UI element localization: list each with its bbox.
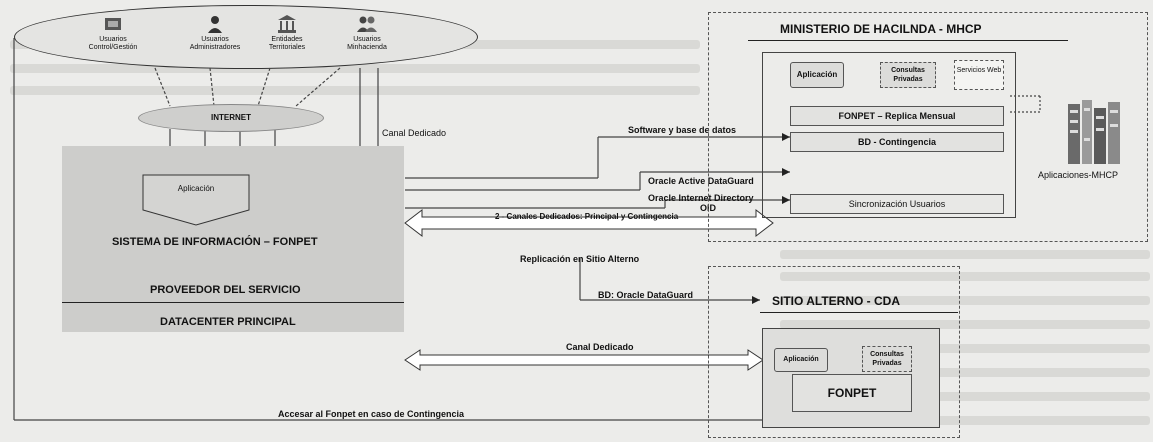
admin-user-icon [205, 14, 225, 34]
sincronizacion-box: Sincronización Usuarios [790, 194, 1004, 214]
divider [62, 302, 404, 303]
software-bd-label: Software y base de datos [628, 125, 737, 135]
app-shape: Aplicación [142, 174, 250, 226]
user-group-icon [357, 14, 377, 34]
bank-building-icon [277, 14, 297, 34]
oracle-adg-label: Oracle Active DataGuard [648, 176, 754, 186]
canal-dedicado-bottom-label: Canal Dedicado [566, 342, 634, 352]
fonpet-replica-label: FONPET – Replica Mensual [838, 111, 956, 121]
user-administradores: Usuarios Administradores [183, 14, 247, 52]
cda-title: SITIO ALTERNO - CDA [772, 294, 900, 308]
user-label: Usuarios Minhacienda [347, 36, 387, 51]
cda-aplicacion-label: Aplicación [783, 356, 819, 363]
user-label: Entidades Territoriales [268, 36, 306, 51]
mhcp-consultas: Consultas Privadas [880, 62, 936, 88]
cda-title-underline [760, 312, 958, 313]
cda-fonpet-label: FONPET [827, 386, 877, 400]
dos-canales-label: 2 - Canales Dedicados: Principal y Conti… [495, 212, 679, 221]
mhcp-aplicacion: Aplicación [790, 62, 844, 88]
cda-fonpet-box: FONPET [792, 374, 912, 412]
acceso-contingencia-label: Accesar al Fonpet en caso de Contingenci… [278, 409, 465, 419]
system-label: SISTEMA DE INFORMACIÓN – FONPET [112, 236, 318, 248]
mhcp-apps-label: Aplicaciones-MHCP [1038, 170, 1119, 180]
mhcp-servicios-label: Servicios Web [956, 67, 1002, 74]
user-label: Usuarios Control/Gestión [88, 36, 138, 51]
bd-contingencia-box: BD - Contingencia [790, 132, 1004, 152]
user-label: Usuarios Administradores [189, 36, 241, 51]
app-label: Aplicación [177, 184, 215, 193]
user-minhacienda: Usuarios Minhacienda [335, 14, 399, 52]
user-gear-icon [103, 14, 123, 34]
internet-label: INTERNET [211, 113, 251, 122]
sincronizacion-label: Sincronización Usuarios [848, 199, 946, 209]
mhcp-inner-box [762, 52, 1016, 218]
internet-cloud: INTERNET [138, 104, 324, 132]
mhcp-title: MINISTERIO DE HACILNDA - MHCP [780, 22, 982, 36]
users-group: Usuarios Control/Gestión Usuarios Admini… [14, 5, 478, 69]
fonpet-replica-box: FONPET – Replica Mensual [790, 106, 1004, 126]
mhcp-servicios: Servicios Web [954, 60, 1004, 90]
canal-dedicado-top-label: Canal Dedicado [382, 128, 447, 138]
bd-contingencia-label: BD - Contingencia [858, 137, 936, 147]
mhcp-title-underline [748, 40, 1068, 41]
provider-box [62, 264, 404, 332]
provider-label: PROVEEDOR DEL SERVICIO [150, 284, 301, 296]
mhcp-aplicacion-label: Aplicación [796, 70, 838, 79]
mhcp-container [708, 12, 1148, 242]
cda-consultas: Consultas Privadas [862, 346, 912, 372]
bd-dataguard-label: BD: Oracle DataGuard [598, 290, 694, 300]
datacenter-label: DATACENTER PRINCIPAL [160, 316, 296, 328]
cda-consultas-label: Consultas Privadas [870, 351, 904, 367]
mhcp-apps-icon [1064, 98, 1126, 168]
user-entidades: Entidades Territoriales [255, 14, 319, 52]
mhcp-consultas-label: Consultas Privadas [891, 67, 925, 83]
user-control-gestion: Usuarios Control/Gestión [81, 14, 145, 52]
replicacion-label: Replicación en Sitio Alterno [520, 254, 640, 264]
cda-aplicacion: Aplicación [774, 348, 828, 372]
oracle-oid-label: Oracle Internet Directory [648, 193, 754, 203]
cda-container [708, 266, 960, 438]
